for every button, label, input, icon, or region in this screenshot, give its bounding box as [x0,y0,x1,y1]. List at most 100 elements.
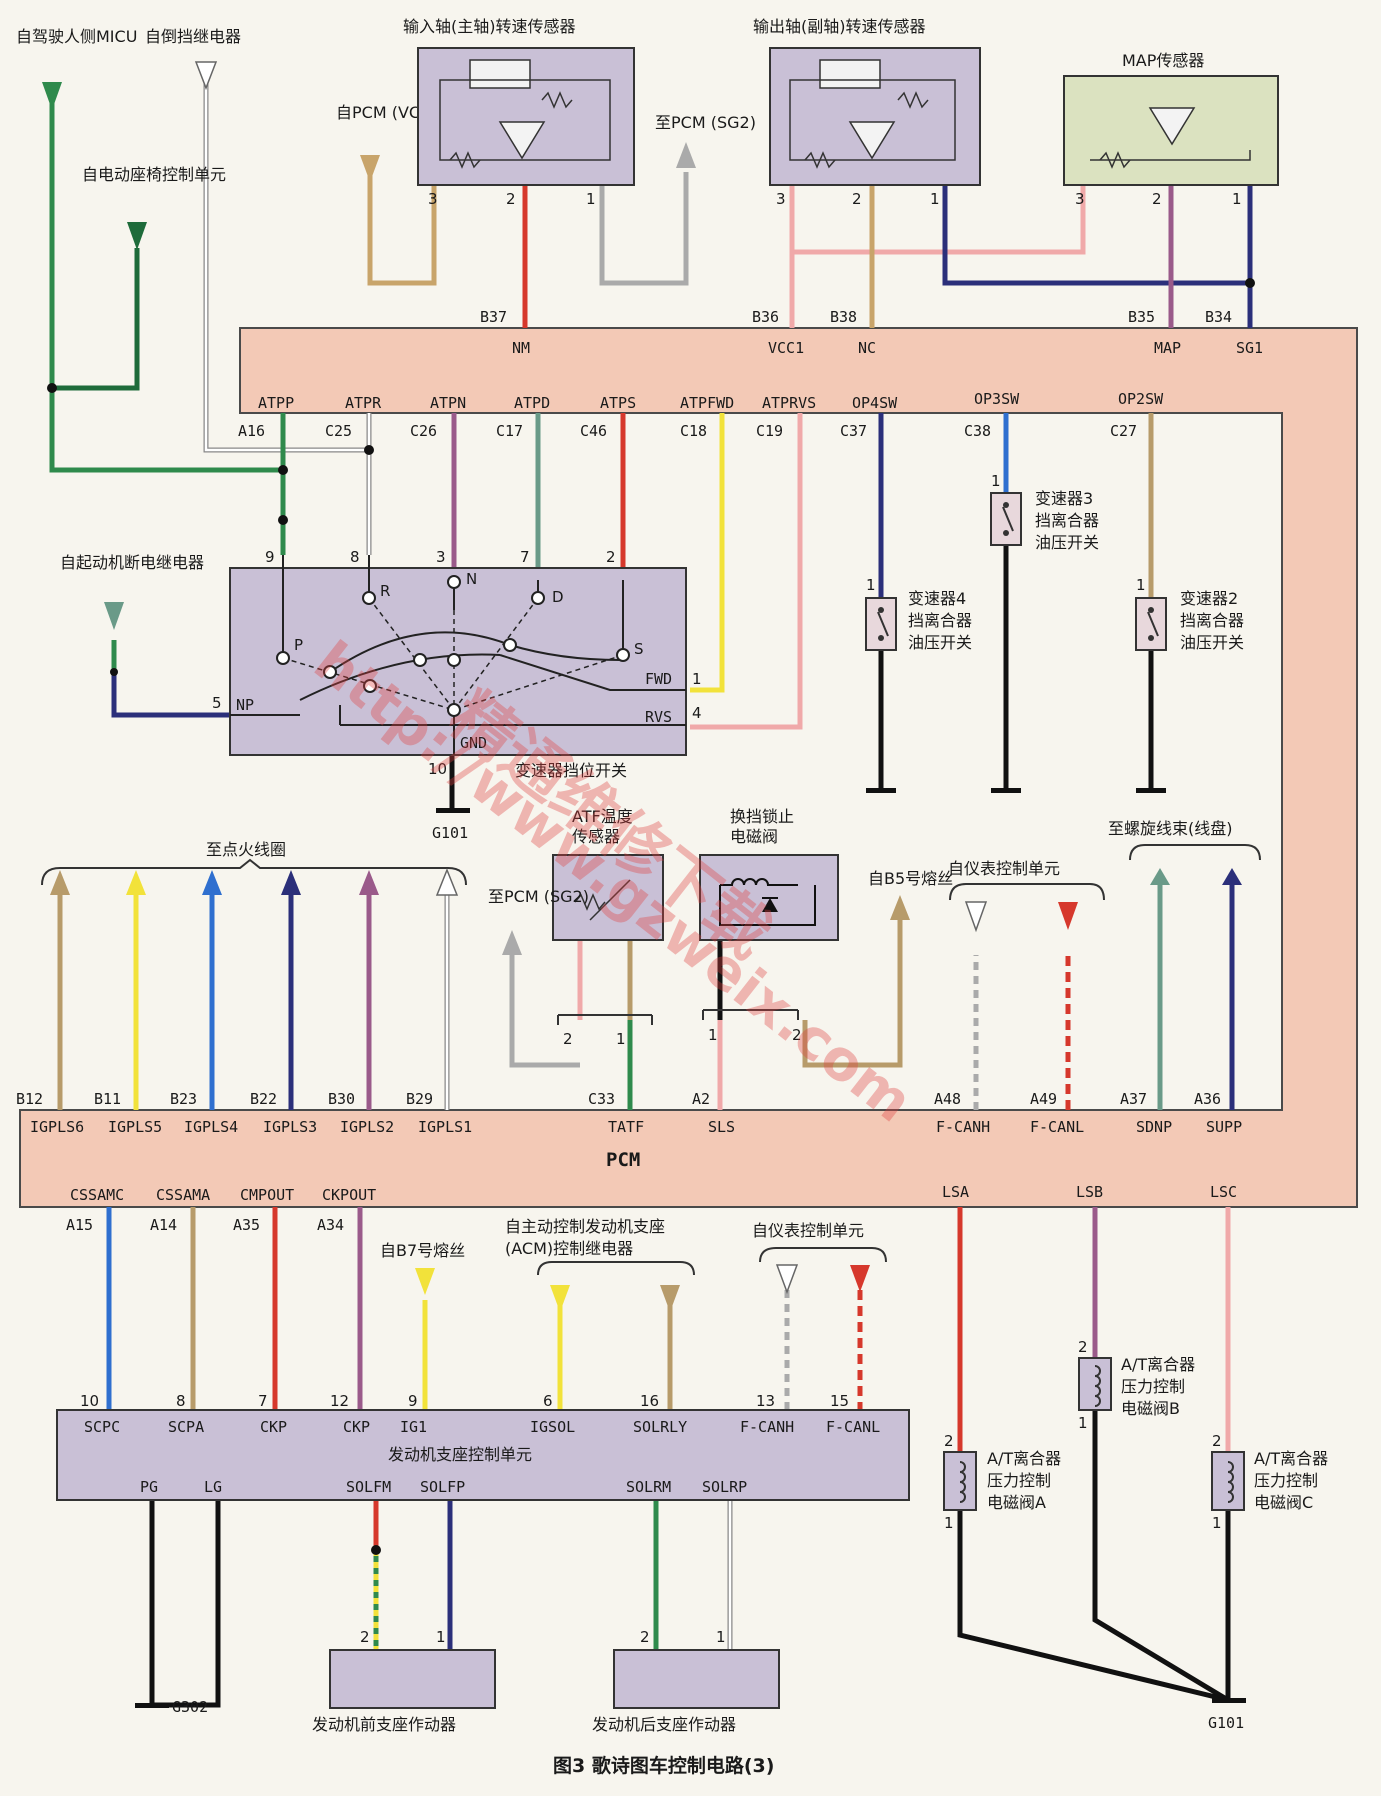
signal-atpfwd: ATPFWD [680,394,734,412]
fwd-pin: 1 [692,670,702,688]
connector-c18: C18 [680,422,707,440]
pcm-body [19,327,1358,1208]
solenoid-c: 2 1 A/T离合器压力控制电磁阀C [1211,1432,1328,1532]
signal-tatf: TATF [608,1118,644,1136]
signal-igpls3: IGPLS3 [263,1118,317,1136]
acm-signal-pg: PG [140,1478,158,1496]
connector-a49: A49 [1030,1090,1057,1108]
signal-sls: SLS [708,1118,735,1136]
map-sensor: MAP传感器 3 2 1 [1063,51,1279,208]
signal-igpls6: IGPLS6 [30,1118,84,1136]
pin-1: 1 [586,190,596,208]
signal-igpls5: IGPLS5 [108,1118,162,1136]
signal-lsa: LSA [942,1183,969,1201]
connector-a15: A15 [66,1216,93,1234]
figure-caption: 图3 歌诗图车控制电路(3) [553,1754,774,1777]
output-shaft-sensor: 输出轴(副轴)转速传感器 3 2 1 [753,17,981,208]
top-labels: 自驾驶人侧MICU 自倒挡继电器 自电动座椅控制单元 自PCM (VCC2) 至… [16,27,756,572]
connector-b34: B34 [1205,308,1232,326]
rear-actuator-label: 发动机后支座作动器 [592,1715,736,1734]
front-mount-actuator: 2 1 发动机前支座作动器 [312,1628,496,1734]
signal-cmpout: CMPOUT [240,1186,294,1204]
connector-a16: A16 [238,422,265,440]
solenoid-a: 2 1 A/T离合器压力控制电磁阀A [943,1432,1061,1532]
signal-sdnp: SDNP [1136,1118,1172,1136]
connector-b23: B23 [170,1090,197,1108]
svg-text:2: 2 [1078,1338,1088,1356]
svg-text:1: 1 [716,1628,726,1646]
signal-map: MAP [1154,339,1181,357]
svg-text:2: 2 [944,1432,954,1450]
svg-text:输入轴(主轴)转速传感器: 输入轴(主轴)转速传感器 [403,17,576,36]
ground-g302: G302 [172,1698,208,1716]
shift-lock-solenoid: 换挡锁止电磁阀 1 2 自B5号熔丝 [699,807,953,1044]
acm-signal-solrp: SOLRP [702,1478,747,1496]
acm-signal-f-canh: F-CANH [740,1418,794,1436]
svg-text:2: 2 [360,1628,370,1646]
signal-cssamc: CSSAMC [70,1186,124,1204]
connector-c38: C38 [964,422,991,440]
connector-a37: A37 [1120,1090,1147,1108]
svg-text:1: 1 [436,1628,446,1646]
svg-text:换挡锁止电磁阀: 换挡锁止电磁阀 [730,807,794,846]
pin-3: 3 [1075,190,1085,208]
rvs-pin: 4 [692,704,702,722]
acm-signal-ig1: IG1 [400,1418,427,1436]
svg-text:2: 2 [640,1628,650,1646]
pcm-top-pins: B37 B36 B38 B35 B34 NM VCC1 NC MAP SG1 [480,308,1263,357]
junction-dots [47,278,1255,1555]
connector-a14: A14 [150,1216,177,1234]
fwd-label: FWD [645,670,672,688]
signal-sg1: SG1 [1236,339,1263,357]
svg-text:输出轴(副轴)转速传感器: 输出轴(副轴)转速传感器 [753,17,926,36]
seat-unit-label: 自电动座椅控制单元 [82,165,226,184]
input-shaft-sensor: 输入轴(主轴)转速传感器 3 2 1 [403,17,635,208]
signal-atpd: ATPD [514,394,550,412]
connector-a36: A36 [1194,1090,1221,1108]
signal-nm: NM [512,339,530,357]
pin-2: 2 [1152,190,1162,208]
pin-8: 8 [350,548,360,566]
signal-igpls4: IGPLS4 [184,1118,238,1136]
acm-title: 发动机支座控制单元 [388,1445,532,1464]
signal-atpr: ATPR [345,394,382,412]
signal-atprvs: ATPRVS [762,394,816,412]
pos-p: P [294,636,303,654]
connector-b36: B36 [752,308,779,326]
signal-f-canh: F-CANH [936,1118,990,1136]
pin-2: 2 [606,548,616,566]
acm-pin-7: 7 [258,1392,268,1410]
range-switch: 9 8 3 7 2 [212,548,702,842]
pin-9: 9 [265,548,275,566]
pin-7: 7 [520,548,530,566]
signal-nc: NC [858,339,876,357]
acm-relay-label: 自主动控制发动机支座(ACM)控制继电器 [505,1217,665,1258]
acm-pin-16: 16 [640,1392,659,1410]
solenoid-b: 2 1 A/T离合器压力控制电磁阀B [1078,1338,1195,1432]
connector-b29: B29 [406,1090,433,1108]
acm-signal-scpa: SCPA [168,1418,204,1436]
svg-text:ATF温度传感器: ATF温度传感器 [572,807,633,846]
acm-signal-solfm: SOLFM [346,1478,391,1496]
meter-unit-label: 自仪表控制单元 [948,859,1060,878]
pin-2: 2 [506,190,516,208]
front-actuator-label: 发动机前支座作动器 [312,1715,456,1734]
signal-op3sw: OP3SW [974,390,1020,408]
pos-d: D [552,588,564,606]
signal-igpls2: IGPLS2 [340,1118,394,1136]
wires [49,70,1253,1708]
connector-c46: C46 [580,422,607,440]
pin-2: 2 [852,190,862,208]
to-pcm-sg2-middle: 至PCM (SG2) [488,887,589,906]
acm-signal-igsol: IGSOL [530,1418,575,1436]
micu-label: 自驾驶人侧MICU [16,27,137,46]
signal-vcc1: VCC1 [768,339,804,357]
rvs-label: RVS [645,708,672,726]
signal-op4sw: OP4SW [852,394,898,412]
acm-signal-ckp-2: CKP [343,1418,370,1436]
connector-b12: B12 [16,1090,43,1108]
pcm-bottom-upper: B12 B11 B23 B22 B30 B29 C33 A2 A48 A49 A… [16,1090,1242,1234]
connector-b37: B37 [480,308,507,326]
